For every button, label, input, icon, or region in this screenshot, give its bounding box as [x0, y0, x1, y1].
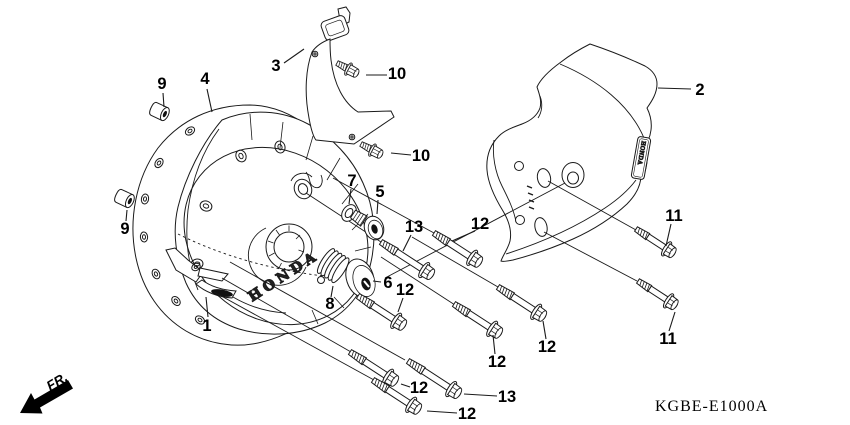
part-callouts: 9 4 3 10 10 2 9 7 5 1 8 6 13 12 11 12 12 12 12 13 12 11: [120, 48, 705, 423]
diagram-code: KGBE-E1000A: [655, 398, 768, 415]
plug-part-5: [349, 209, 385, 241]
part-callout-9: 9: [157, 75, 166, 93]
part-callout-10: 10: [388, 65, 406, 83]
bolt-12c: [492, 279, 551, 326]
callout-leader-line-13: [463, 393, 498, 397]
part-callout-12: 12: [538, 338, 556, 356]
callout-leader-line-3: [283, 48, 305, 64]
bolt-11b: [633, 273, 682, 314]
part-callout-11: 11: [659, 330, 676, 348]
cover-upper-hole: [290, 171, 323, 200]
screw-10b: [357, 137, 386, 162]
callout-leader-line-12: [542, 320, 547, 340]
callout-leader-line-13: [402, 234, 412, 252]
part-callout-6: 6: [383, 274, 392, 292]
part-callout-12: 12: [410, 379, 428, 397]
callout-leader-line-8: [330, 285, 334, 298]
cover-face: [183, 146, 369, 326]
honda-badge: HONDA: [630, 136, 652, 180]
spacer-part-9-top: [147, 100, 172, 123]
part-callout-5: 5: [375, 183, 384, 201]
part-callout-1: 1: [202, 317, 211, 335]
part-callout-12: 12: [488, 353, 506, 371]
callout-leader-line-11: [665, 223, 672, 247]
callout-leader-line-1: [205, 296, 209, 318]
callout-leader-line-2: [657, 87, 692, 90]
part-callout-11: 11: [665, 207, 682, 225]
part-callout-2: 2: [695, 81, 704, 99]
callout-leader-line-7: [348, 188, 352, 205]
part-callout-12: 12: [471, 215, 489, 233]
bolt-11a: [631, 221, 680, 262]
bracket-part-3: [305, 6, 395, 145]
callout-leader-line-11: [668, 311, 676, 332]
callout-leader-line-12: [426, 410, 458, 414]
front-direction-indicator: FR.: [20, 370, 73, 414]
gasket-bolt-holes: [139, 126, 206, 325]
callout-leader-line-9: [162, 92, 165, 108]
callout-leader-line-9: [125, 209, 128, 222]
part-callout-3: 3: [271, 57, 280, 75]
cover-center-hub: [247, 223, 313, 286]
callout-leader-line-10: [390, 152, 412, 156]
part-callout-13: 13: [498, 388, 516, 406]
fr-arrow-icon: [20, 380, 73, 414]
spacer-part-9-left: [112, 187, 137, 210]
part-callout-7: 7: [347, 172, 356, 190]
callout-leader-line-6: [372, 280, 382, 283]
cap-part-6: [345, 258, 376, 298]
bolt-12d: [448, 296, 507, 343]
callout-leader-line-4: [206, 88, 213, 113]
part-callout-12: 12: [396, 281, 414, 299]
part-callout-12: 12: [458, 405, 476, 423]
screw-10a: [333, 56, 362, 81]
outer-cover-holes: [534, 162, 585, 237]
part-callout-10: 10: [412, 147, 430, 165]
callout-leader-line-12: [400, 383, 411, 388]
part-callout-4: 4: [200, 70, 210, 88]
cover-lower-boss: [165, 247, 287, 314]
callout-leader-line-5: [376, 199, 379, 215]
part-callout-13: 13: [405, 218, 423, 236]
callout-leader-line-12: [451, 230, 476, 242]
part-callout-8: 8: [325, 295, 334, 313]
callout-leader-line-12: [397, 297, 404, 313]
collar-part-8: [316, 248, 350, 284]
badge-text: HONDA: [636, 141, 646, 166]
outer-cover-part-2: HONDA: [486, 43, 658, 262]
part-callout-9: 9: [120, 220, 129, 238]
callout-leader-line-12: [492, 334, 496, 355]
